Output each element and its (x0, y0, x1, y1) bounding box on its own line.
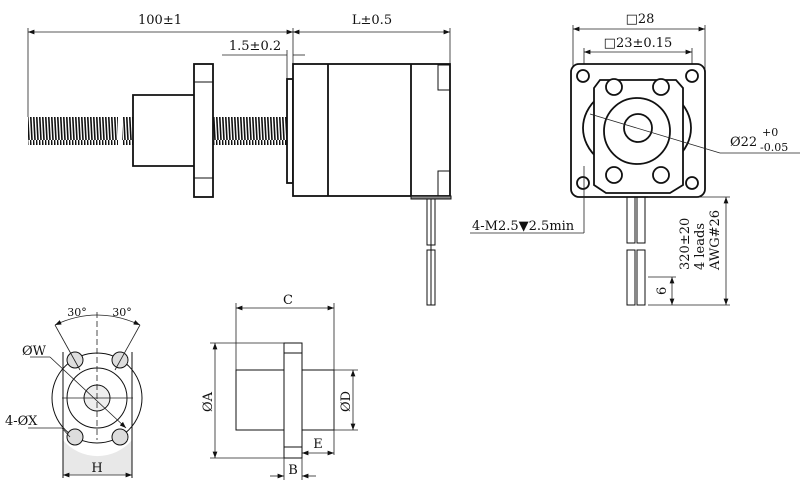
angle-left-label: 30° (67, 306, 87, 319)
side-view: 100±1 L±0.5 1.5±0.2 (27, 13, 452, 306)
strip-length-label: 6 (655, 287, 670, 295)
body-diameter-label: ØD (339, 391, 354, 412)
boss-tol-upper: +0 (762, 126, 778, 139)
lead-count-label: 4 leads (693, 223, 708, 270)
lead-screw (28, 117, 118, 145)
overall-length-label: C (283, 293, 293, 308)
length-dim-label: 100±1 (138, 13, 182, 28)
motor-length-dim-label: L±0.5 (352, 13, 392, 28)
lead-gauge-label: AWG#26 (708, 210, 723, 271)
motor-body (292, 63, 451, 197)
motor-leads (426, 198, 436, 306)
nut-flange (193, 63, 214, 198)
flange-dim-label: 1.5±0.2 (229, 39, 281, 54)
flange-diameter-label: ØA (201, 391, 216, 412)
boss-tol-lower: -0.05 (760, 141, 788, 154)
square-inner-label: □23±0.15 (604, 36, 673, 51)
nut-end-view: 30° 30° ØW 4-ØX H (5, 306, 143, 478)
square-outer-label: □28 (626, 12, 655, 27)
nut-body (132, 94, 196, 167)
mount-holes-label: 4-M2.5▼2.5min (472, 219, 575, 234)
hole-label: 4-ØX (5, 414, 38, 429)
lead-length-label: 320±20 (678, 218, 693, 270)
bolt-circle-label: ØW (22, 344, 47, 359)
boss-diameter-label: Ø22 (730, 135, 757, 150)
front-leads (626, 196, 646, 306)
flange-thickness-label: B (288, 463, 298, 478)
body-length-label: E (313, 437, 323, 452)
nut-side-view: C ØA ØD E B (201, 293, 358, 480)
flat-width-label: H (91, 461, 102, 476)
front-view: □28 □23±0.15 Ø22 +0 -0.05 4-M2.5▼2.5min … (470, 12, 800, 306)
angle-right-label: 30° (112, 306, 132, 319)
